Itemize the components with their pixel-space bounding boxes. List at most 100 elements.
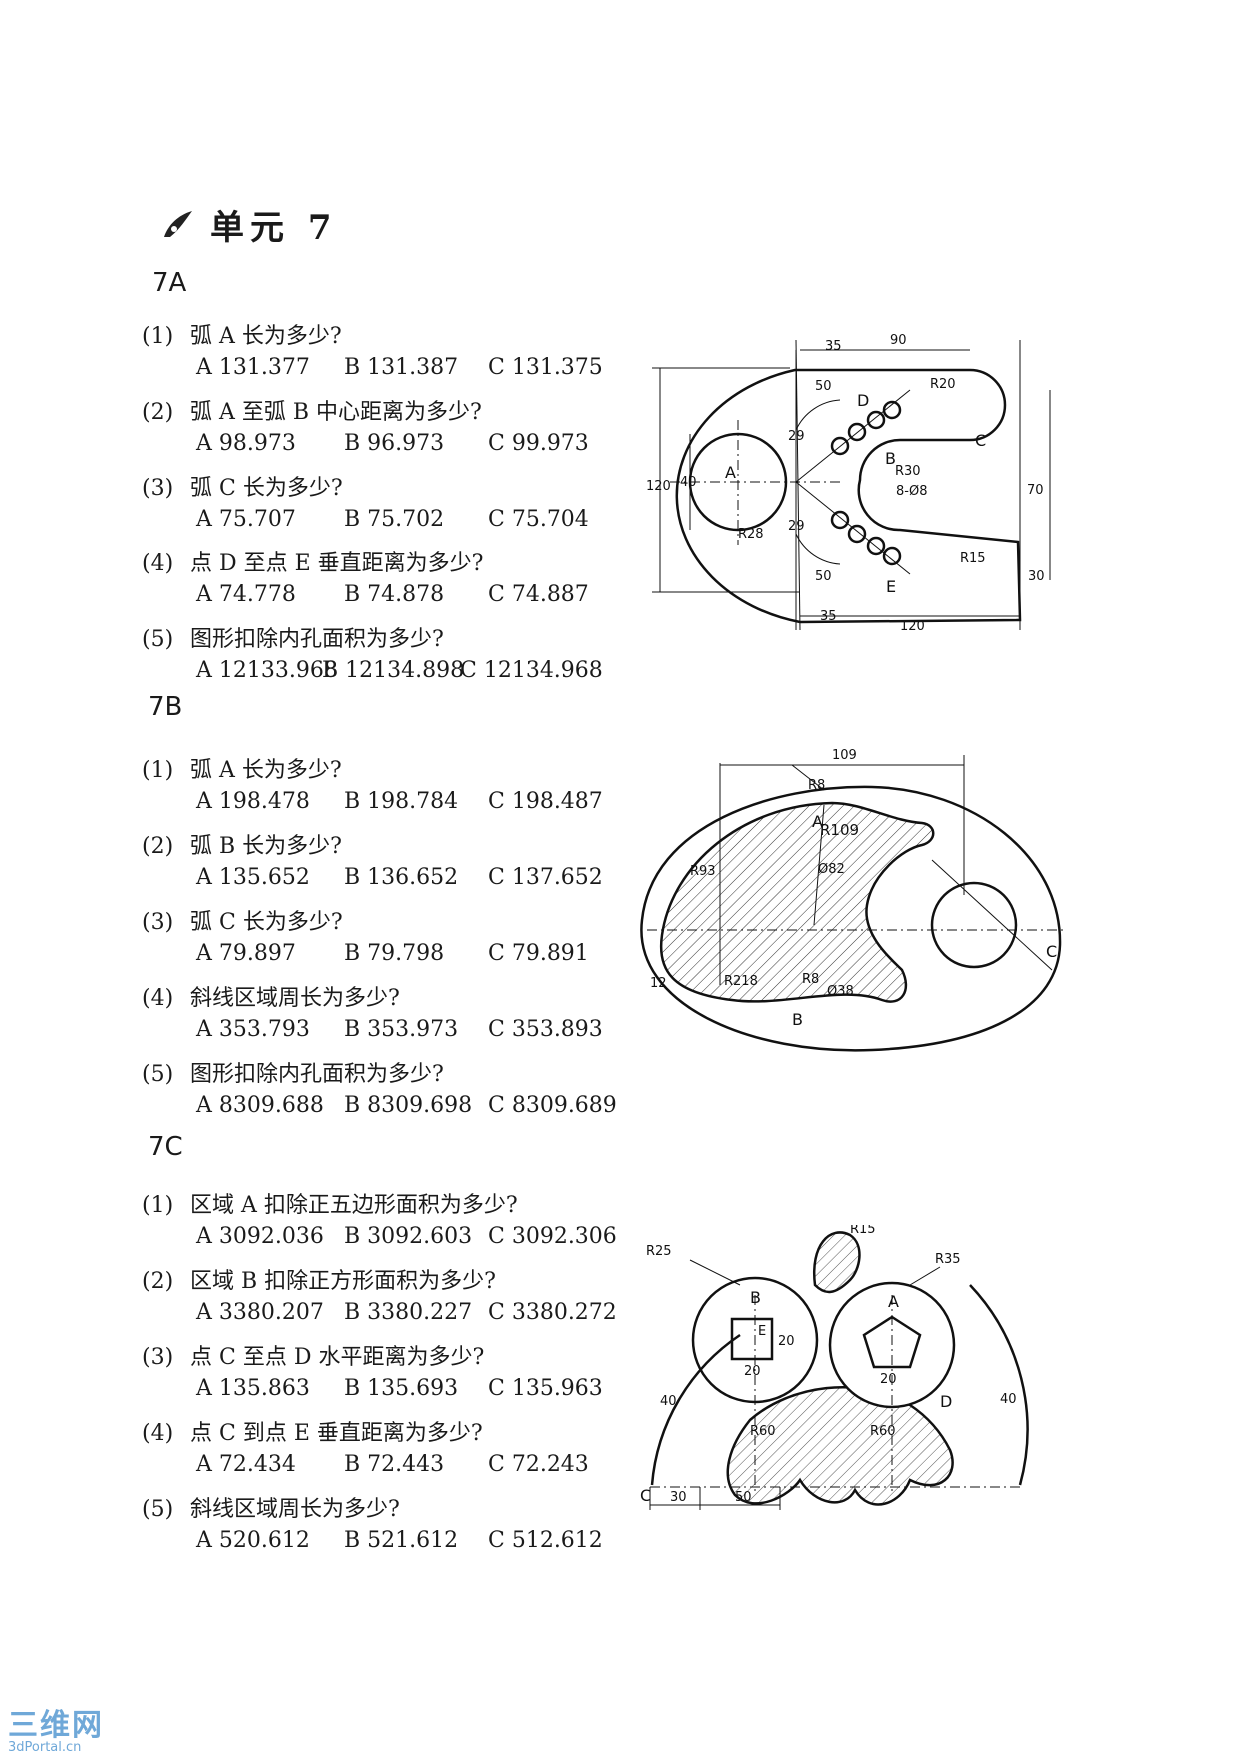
option-c[interactable]: C 12134.968 [460,658,603,683]
question: (1)弧 A 长为多少? [142,324,342,349]
option-b[interactable]: B 136.652 [344,865,459,890]
option-c[interactable]: C 99.973 [488,431,589,456]
answer-options: A 520.612 B 521.612 C 512.612 [196,1528,616,1558]
question: (2)区域 B 扣除正方形面积为多少? [142,1269,496,1294]
question: (4)点 C 到点 E 垂直距离为多少? [142,1421,483,1446]
question: (3)弧 C 长为多少? [142,476,343,501]
option-a[interactable]: A 3380.207 [196,1300,324,1325]
option-c[interactable]: C 72.243 [488,1452,589,1477]
answer-options: A 98.973 B 96.973 C 99.973 [196,431,616,461]
figure-7b: 109 A R8 R109 Ø82 R93 C R218 R8 Ø38 12 B [640,748,1064,1052]
answer-options: A 131.377 B 131.387 C 131.375 [196,355,616,385]
dim-label: 70 [1027,483,1044,498]
option-a[interactable]: A 79.897 [196,941,296,966]
option-a[interactable]: A 135.652 [196,865,310,890]
option-b[interactable]: B 521.612 [344,1528,459,1553]
question: (2)弧 B 长为多少? [142,834,342,859]
option-b[interactable]: B 74.878 [344,582,445,607]
option-c[interactable]: C 8309.689 [488,1093,617,1118]
option-a[interactable]: A 131.377 [196,355,310,380]
dim-label: R60 [750,1424,776,1439]
option-a[interactable]: A 8309.688 [196,1093,324,1118]
option-a[interactable]: A 72.434 [196,1452,296,1477]
option-a[interactable]: A 198.478 [196,789,310,814]
option-a[interactable]: A 353.793 [196,1017,310,1042]
option-c[interactable]: C 3380.272 [488,1300,617,1325]
option-c[interactable]: C 512.612 [488,1528,603,1553]
option-a[interactable]: A 3092.036 [196,1224,324,1249]
option-c[interactable]: C 137.652 [488,865,603,890]
figure-7c: R15 R25 R35 B A E 20 20 20 D R60 R60 40 … [640,1225,1029,1510]
figure-7a: 90 35 50 R20 D B C A 120 40 29 R30 8-Ø8 … [646,333,1051,630]
dim-label: 20 [744,1364,761,1379]
option-c[interactable]: C 75.704 [488,507,589,532]
section-label: 7B [148,692,183,722]
option-c[interactable]: C 353.893 [488,1017,603,1042]
option-b[interactable]: B 75.702 [344,507,445,532]
dim-label: R28 [738,527,764,542]
option-a[interactable]: A 12133.968 [196,658,338,683]
dim-label: 109 [832,748,857,763]
point-label: C [975,431,986,450]
answer-options: A 12133.968 B 12134.898 C 12134.968 [196,658,626,688]
dim-label: 40 [680,475,697,490]
dim-label: 8-Ø8 [896,484,927,499]
dim-label: Ø38 [827,984,854,999]
option-b[interactable]: B 3092.603 [344,1224,473,1249]
section-label: 7C [148,1132,183,1162]
dim-label: 20 [778,1334,795,1349]
unit-title-text: 单元 7 [210,208,338,248]
dim-label: R15 [850,1225,876,1237]
option-b[interactable]: B 96.973 [344,431,445,456]
option-b[interactable]: B 72.443 [344,1452,445,1477]
dim-label: Ø82 [818,862,845,877]
option-a[interactable]: A 520.612 [196,1528,310,1553]
dim-label: 35 [820,609,837,624]
option-b[interactable]: B 79.798 [344,941,445,966]
option-a[interactable]: A 74.778 [196,582,296,607]
question: (3)点 C 至点 D 水平距离为多少? [142,1345,485,1370]
option-c[interactable]: C 131.375 [488,355,603,380]
option-c[interactable]: C 74.887 [488,582,589,607]
answer-options: A 3092.036 B 3092.603 C 3092.306 [196,1224,617,1254]
dim-label: R8 [802,972,819,987]
option-b[interactable]: B 12134.898 [322,658,465,683]
question: (1)区域 A 扣除正五边形面积为多少? [142,1193,518,1218]
dim-label: 50 [815,569,832,584]
point-label: D [940,1392,952,1411]
point-label: E [886,577,896,596]
option-a[interactable]: A 135.863 [196,1376,310,1401]
question: (5)斜线区域周长为多少? [142,1497,400,1522]
dim-label: 29 [788,429,805,444]
point-label: A [725,463,736,482]
answer-options: A 74.778 B 74.878 C 74.887 [196,582,616,612]
option-b[interactable]: B 8309.698 [344,1093,473,1118]
option-c[interactable]: C 135.963 [488,1376,603,1401]
dim-label: R35 [935,1252,961,1267]
option-c[interactable]: C 3092.306 [488,1224,617,1249]
dim-label: 120 [646,479,671,494]
dim-label: R30 [895,464,921,479]
dim-label: 50 [815,379,832,394]
answer-options: A 198.478 B 198.784 C 198.487 [196,789,616,819]
dim-label: 90 [890,333,907,348]
answer-options: A 135.863 B 135.693 C 135.963 [196,1376,616,1406]
option-b[interactable]: B 135.693 [344,1376,459,1401]
unit-title: 单元 7 [160,200,338,249]
option-a[interactable]: A 75.707 [196,507,296,532]
dim-label: 40 [660,1394,677,1409]
dim-label: R8 [808,778,825,793]
section-label: 7A [152,268,187,298]
dim-label: R93 [690,864,716,879]
option-c[interactable]: C 198.487 [488,789,603,814]
option-b[interactable]: B 198.784 [344,789,459,814]
question: (5)图形扣除内孔面积为多少? [142,1062,444,1087]
option-c[interactable]: C 79.891 [488,941,589,966]
option-b[interactable]: B 3380.227 [344,1300,473,1325]
option-a[interactable]: A 98.973 [196,431,296,456]
option-b[interactable]: B 131.387 [344,355,459,380]
option-b[interactable]: B 353.973 [344,1017,459,1042]
dim-label: R60 [870,1424,896,1439]
watermark-logo: 三维网 3dPortal.cn [8,1700,104,1755]
dim-label: 29 [788,519,805,534]
